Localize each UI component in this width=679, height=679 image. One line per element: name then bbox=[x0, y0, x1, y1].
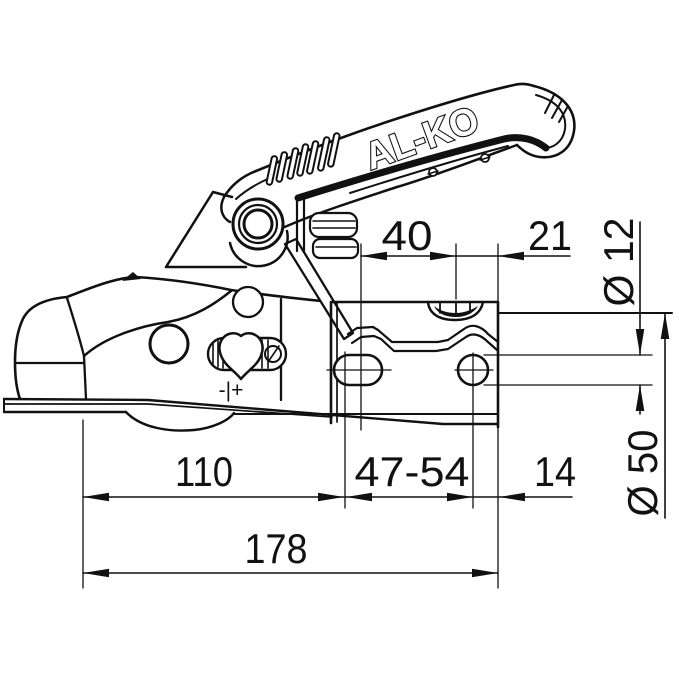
ext-hole-diameter bbox=[483, 354, 653, 386]
body-front-crease bbox=[65, 296, 88, 401]
dim-40: 40 bbox=[382, 212, 433, 259]
adjuster-pad bbox=[218, 332, 264, 381]
dim-dia-12: Ø 12 bbox=[595, 218, 642, 307]
body-hole bbox=[148, 323, 190, 365]
adjuster-spring-end bbox=[264, 345, 282, 363]
body-s-crease bbox=[82, 289, 233, 358]
lever-arm bbox=[283, 237, 355, 341]
body-details: -|+ bbox=[148, 285, 288, 402]
casting-wave-upper bbox=[346, 324, 500, 344]
pivot-bolt bbox=[242, 208, 274, 240]
body-hole-small bbox=[231, 285, 265, 319]
dim-47-54: 47-54 bbox=[355, 448, 470, 495]
dim-21: 21 bbox=[528, 212, 572, 259]
ball-cup-bottom bbox=[124, 410, 236, 432]
pivot-bracket bbox=[164, 190, 248, 269]
pivot-housing bbox=[228, 229, 289, 268]
handle-shadow-stripe bbox=[294, 134, 550, 202]
handle-top-edge bbox=[222, 82, 536, 199]
handle-bottom-inner-line bbox=[349, 145, 509, 194]
dim-dia-50: Ø 50 bbox=[619, 430, 666, 517]
grip-ribs bbox=[265, 132, 341, 186]
bracket-right-edge bbox=[295, 197, 306, 253]
clamp-shadow bbox=[434, 306, 478, 317]
dimension-lines: 40 21 110 47-54 14 178 Ø 12 Ø 50 bbox=[82, 212, 673, 589]
adjuster-label: -|+ bbox=[219, 379, 244, 402]
dim-110: 110 bbox=[175, 448, 233, 495]
latch-tab-lower bbox=[311, 237, 360, 260]
casting-wave-lower bbox=[350, 333, 499, 353]
handle-end-cap bbox=[515, 84, 576, 159]
dim-14: 14 bbox=[534, 448, 576, 495]
latch-tab-upper bbox=[308, 211, 359, 239]
end-cap-grip-ticks bbox=[544, 94, 569, 123]
clamp-saddle bbox=[426, 300, 485, 322]
dimension-arrows bbox=[83, 251, 670, 578]
handle-knuckle bbox=[220, 195, 232, 224]
mounting-bracket bbox=[326, 300, 500, 429]
plate-top-edge bbox=[2, 397, 500, 426]
pivot-assembly bbox=[164, 190, 360, 341]
handle: AL-KO bbox=[220, 82, 576, 241]
base-plate bbox=[2, 397, 500, 432]
safety-pawl-notch bbox=[122, 272, 141, 281]
plate-inner-line bbox=[3, 403, 333, 418]
dim-178: 178 bbox=[245, 525, 308, 572]
dimension-texts: 40 21 110 47-54 14 178 Ø 12 Ø 50 bbox=[175, 212, 666, 572]
